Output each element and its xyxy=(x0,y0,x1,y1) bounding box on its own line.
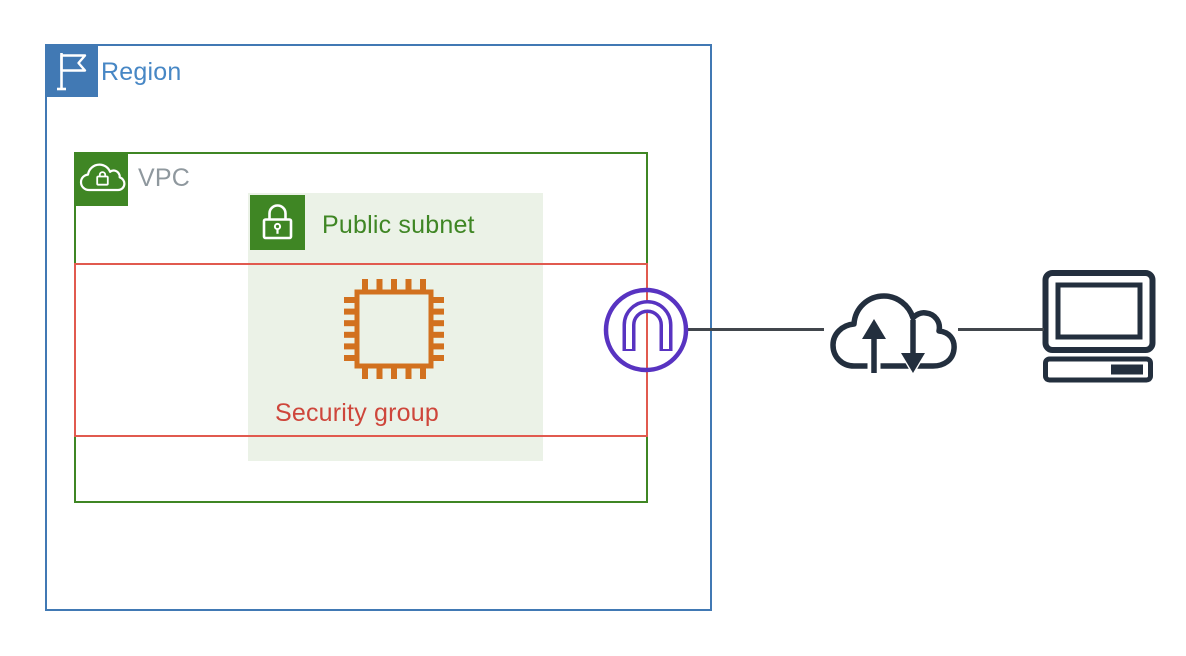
vpc-icon-tile xyxy=(74,152,128,206)
region-icon-tile xyxy=(45,44,98,97)
region-container xyxy=(45,44,712,611)
internet-gateway-icon xyxy=(603,287,689,373)
connector-internet-client xyxy=(958,328,1044,331)
public-subnet-label: Public subnet xyxy=(322,211,475,239)
cloud-lock-icon xyxy=(79,163,126,192)
flag-icon xyxy=(57,53,87,91)
region-label: Region xyxy=(101,58,182,86)
client-computer-icon xyxy=(1042,270,1156,383)
internet-cloud-icon xyxy=(830,293,957,376)
public-subnet-icon-tile xyxy=(250,195,305,250)
security-group-container xyxy=(74,263,648,437)
vpc-label: VPC xyxy=(138,164,191,192)
security-group-label: Security group xyxy=(275,399,439,427)
lock-icon xyxy=(262,204,293,240)
instance-chip-icon xyxy=(344,279,444,379)
connector-igw-internet xyxy=(688,328,824,331)
